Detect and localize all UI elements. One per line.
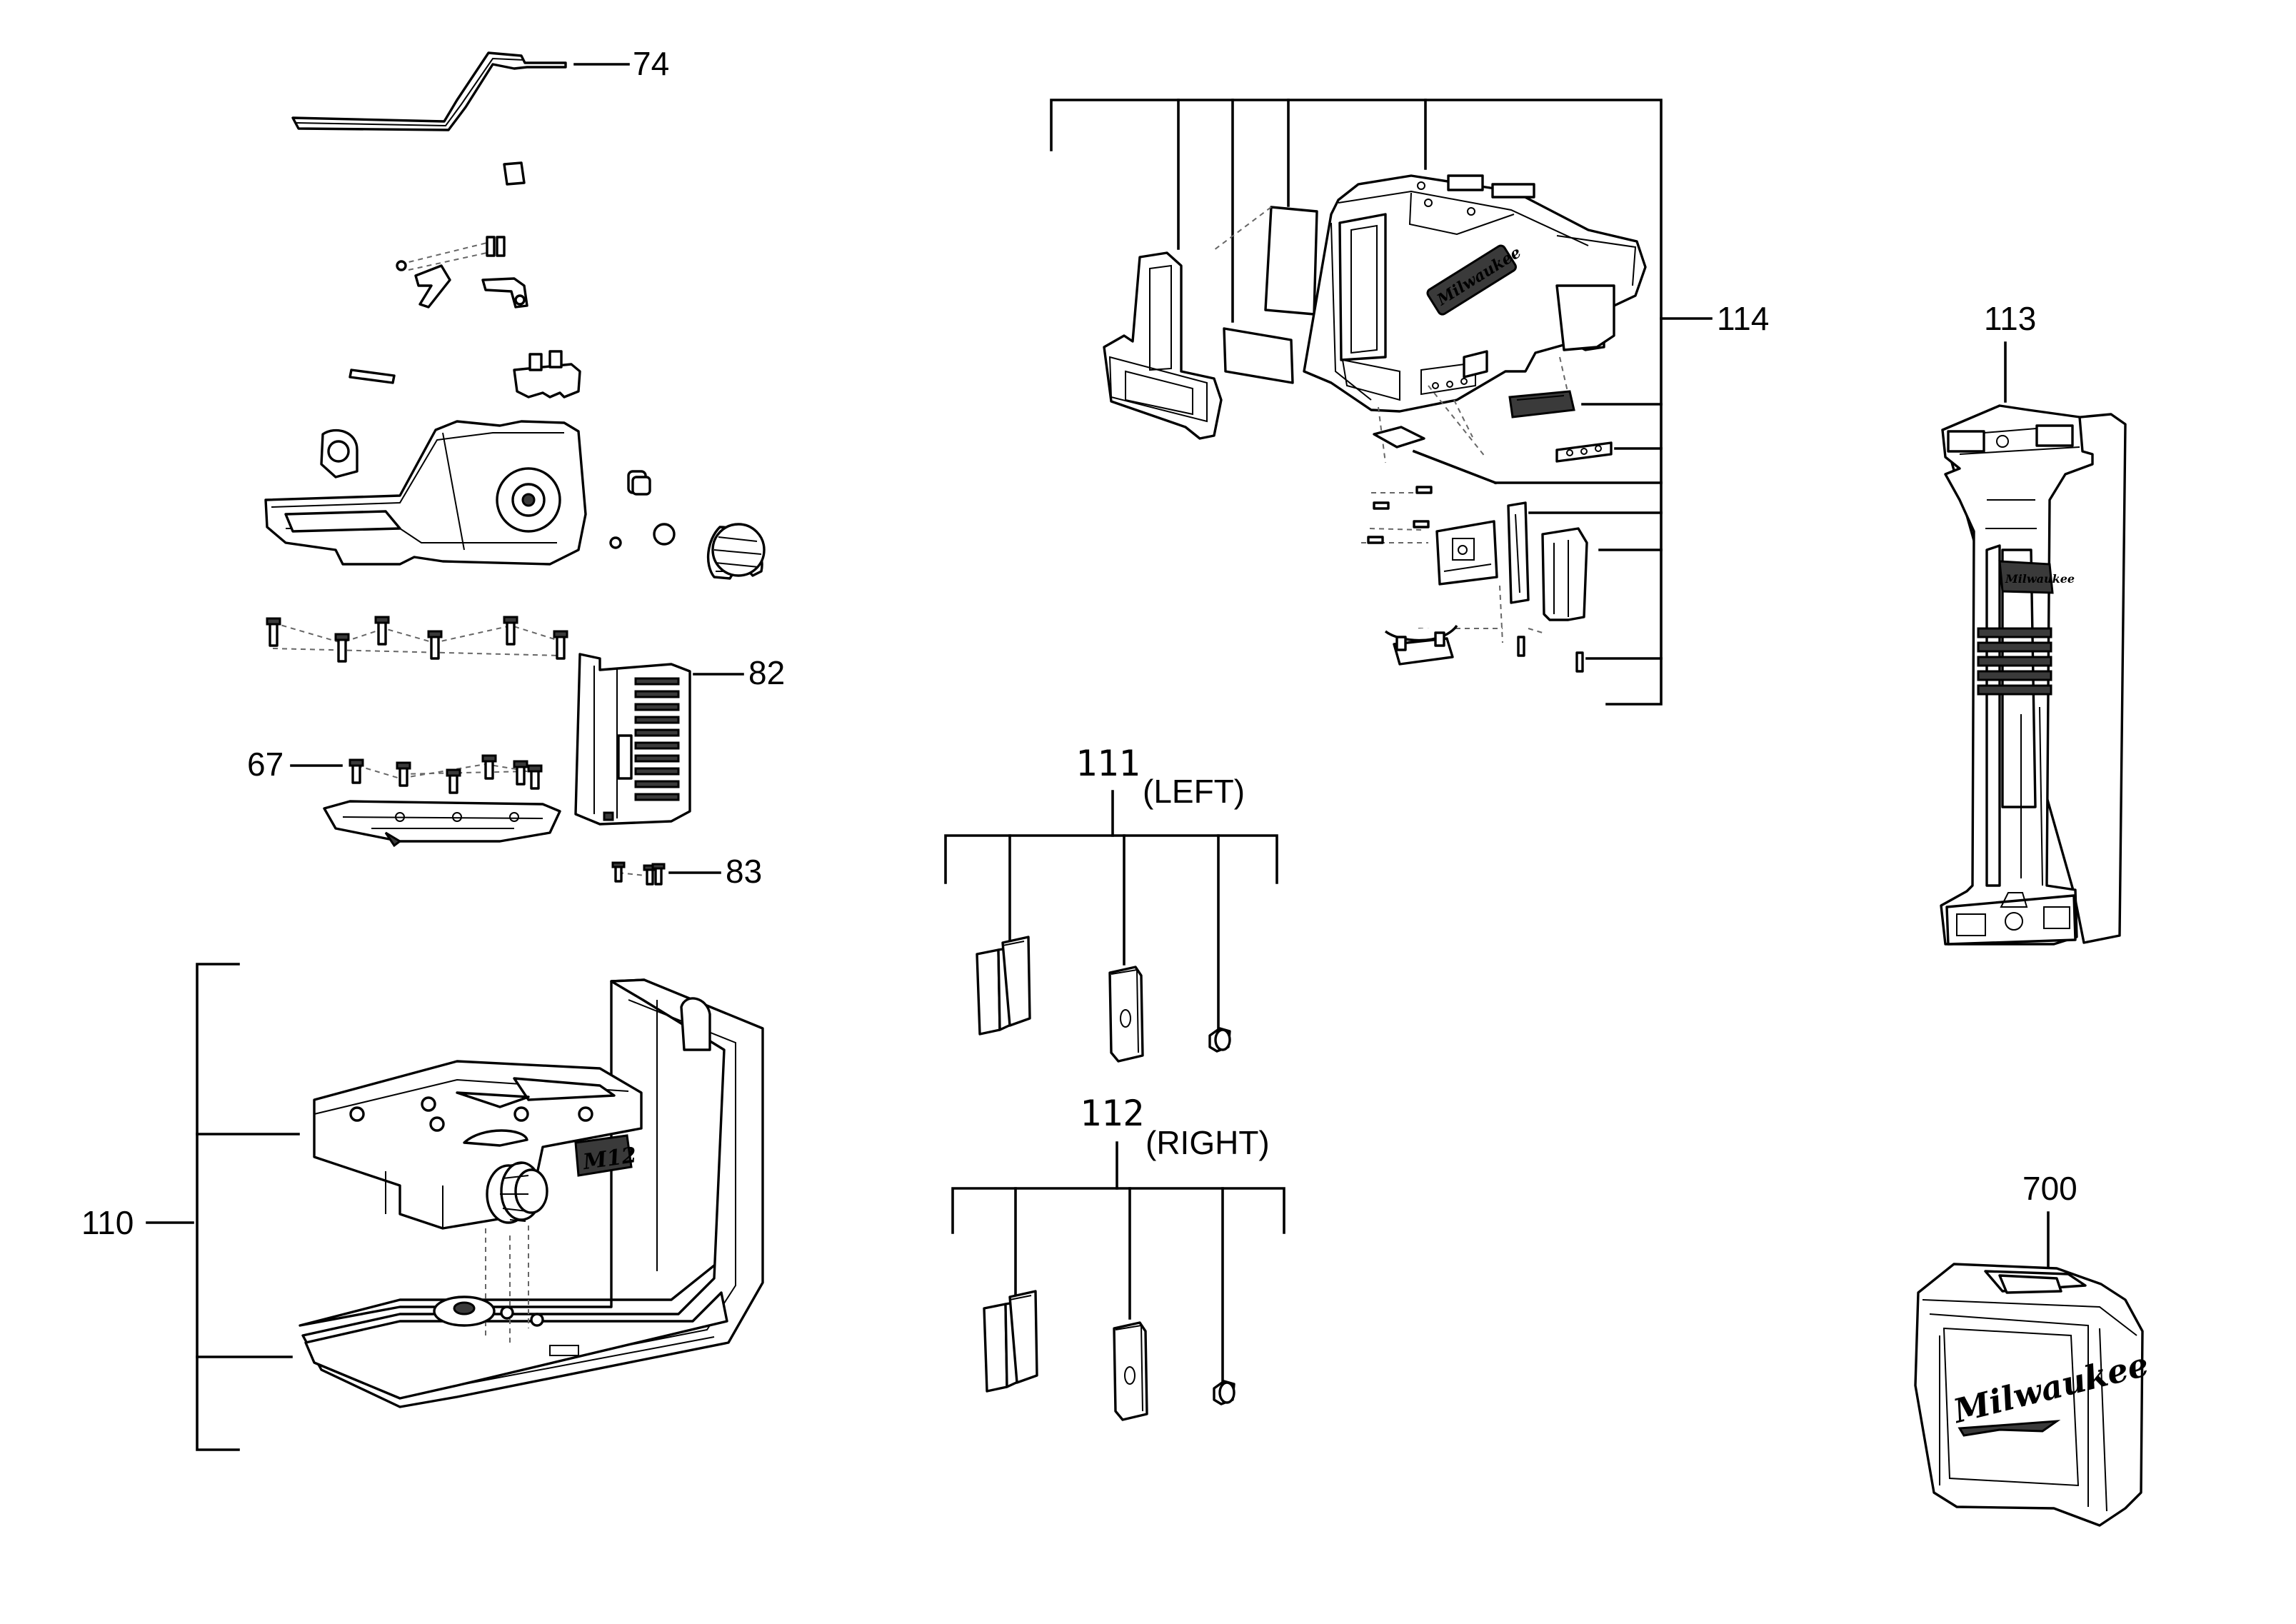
clip-part (1507, 501, 1530, 604)
part-112-side-label: (RIGHT) (1146, 1124, 1270, 1161)
part-110-wall-mount: M12 (299, 978, 764, 1408)
base-plate (323, 800, 561, 848)
part-67-screws (349, 754, 543, 794)
holder-brand-badge: Milwaukee (1998, 560, 2075, 594)
part-113-holder: Milwaukee (1940, 404, 2127, 946)
housing-base (264, 420, 587, 566)
part-67-label: 67 (247, 746, 284, 783)
button-part (1508, 390, 1575, 418)
part-82-label: 82 (748, 654, 785, 691)
glass-pane-lower (1223, 327, 1294, 384)
part-112-label: 112 (1080, 1093, 1144, 1134)
part-83-label: 83 (726, 853, 762, 890)
part-110-label: 110 (81, 1204, 134, 1241)
holder-grip-ribs (1977, 627, 2052, 696)
switch-part (513, 350, 581, 399)
mount-knob (486, 1161, 548, 1224)
screw-left (1208, 1027, 1231, 1053)
screw-row (266, 616, 568, 663)
part-111-side-label: (LEFT) (1143, 773, 1245, 810)
glass-pane-upper (1264, 206, 1318, 316)
magnet-block-right (1113, 1321, 1148, 1421)
base-connector (1393, 631, 1454, 666)
part-74-callout: 74 (573, 45, 669, 82)
small-square-part (503, 161, 526, 186)
holder-brand-text: Milwaukee (2005, 572, 2075, 586)
magnet-pair-left (976, 936, 1031, 1036)
part-67-callout: 67 (247, 746, 343, 783)
part-700-callout: 700 (2022, 1170, 2077, 1273)
part-111-group: 111 (LEFT) (944, 743, 1278, 1063)
knob-parts (609, 470, 766, 580)
part-83-screws (611, 861, 666, 886)
part-82-battery-cover (574, 653, 691, 826)
part-114-bracket: 114 (1050, 99, 1769, 706)
part-113-callout: 113 (1984, 300, 2036, 403)
part-111-label: 111 (1076, 743, 1140, 784)
upper-left-assembly: 74 (247, 45, 785, 890)
part-110-bracket: 110 (81, 963, 300, 1451)
part-112-group: 112 (RIGHT) (951, 1093, 1285, 1421)
part-82-callout: 82 (693, 654, 785, 691)
part-113-label: 113 (1984, 300, 2036, 337)
screw-strip (1555, 441, 1613, 463)
part-700-label: 700 (2022, 1170, 2077, 1207)
window-frame (1103, 251, 1223, 440)
screw-right (1213, 1380, 1235, 1405)
part-114-laser-housing: Milwaukee (1103, 174, 1647, 673)
pcb-part (1435, 520, 1498, 586)
part-700-carry-case: Milwaukee (1914, 1263, 2152, 1527)
clip-cluster (396, 236, 528, 309)
part-114-label: 114 (1717, 300, 1769, 337)
bracket-part (1541, 527, 1588, 621)
part-74-label: 74 (633, 45, 669, 82)
part-83-callout: 83 (668, 853, 762, 890)
magnet-block-left (1108, 966, 1144, 1063)
magnet-pair-right (983, 1290, 1038, 1393)
gasket-part (1373, 426, 1425, 448)
pin-part (349, 369, 396, 384)
part-74-bracket (291, 51, 567, 131)
